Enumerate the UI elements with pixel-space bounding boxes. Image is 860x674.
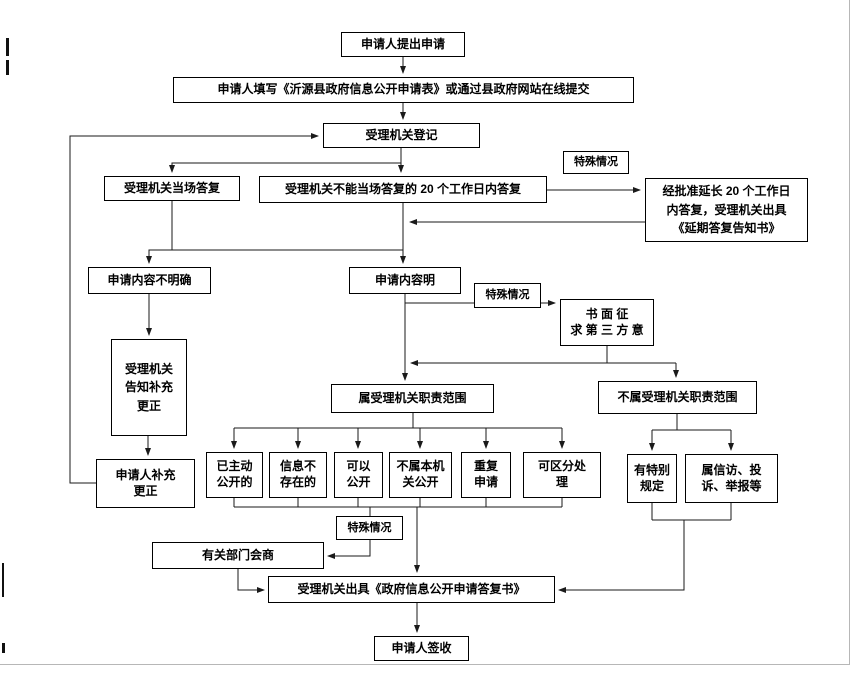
- node-info-not-exist: 信息不 存在的: [269, 452, 327, 498]
- scan-artifact: [6, 38, 9, 56]
- node-out-of-scope: 不属受理机关职责范围: [598, 381, 757, 414]
- node-reply-document: 受理机关出具《政府信息公开申请答复书》: [268, 576, 555, 603]
- node-register: 受理机关登记: [323, 123, 480, 148]
- node-content-clear: 申请内容明: [349, 267, 461, 294]
- node-special-case-bottom: 特殊情况: [336, 516, 403, 540]
- node-in-scope: 属受理机关职责范围: [331, 384, 494, 413]
- node-special-case-top: 特殊情况: [563, 151, 629, 174]
- scan-artifact: [2, 643, 5, 653]
- node-extension-notice: 经批准延长 20 个工作日 内答复，受理机关出具 《延期答复告知书》: [645, 178, 808, 242]
- page-edge-bottom: [0, 664, 850, 665]
- node-petition-complaint: 属信访、投 诉、举报等: [685, 454, 778, 503]
- node-applicant-sign: 申请人签收: [374, 636, 469, 661]
- node-special-rule: 有特别 规定: [627, 454, 677, 503]
- node-third-party-opinion: 书 面 征 求 第 三 方 意: [560, 299, 654, 346]
- node-fill-form: 申请人填写《沂源县政府信息公开申请表》或通过县政府网站在线提交: [173, 77, 634, 103]
- node-separable-handling: 可区分处 理: [523, 452, 601, 498]
- node-can-disclose: 可以 公开: [334, 452, 383, 498]
- node-content-unclear: 申请内容不明确: [88, 267, 211, 294]
- node-submit-application: 申请人提出申请: [341, 32, 465, 57]
- node-special-case-mid: 特殊情况: [474, 283, 541, 308]
- node-onsite-reply: 受理机关当场答复: [104, 176, 240, 201]
- node-department-consult: 有关部门会商: [152, 542, 324, 569]
- scan-artifact: [6, 60, 9, 75]
- node-already-public: 已主动 公开的: [206, 452, 263, 498]
- node-repeat-application: 重复 申请: [461, 452, 511, 498]
- page-edge-right: [849, 0, 850, 665]
- scan-artifact: [2, 563, 4, 597]
- node-not-this-authority: 不属本机 关公开: [389, 452, 452, 498]
- node-applicant-supplement: 申请人补充 更正: [96, 459, 195, 508]
- node-reply-20-days: 受理机关不能当场答复的 20 个工作日内答复: [259, 176, 547, 203]
- node-notify-supplement: 受理机关 告知补充 更正: [111, 339, 187, 436]
